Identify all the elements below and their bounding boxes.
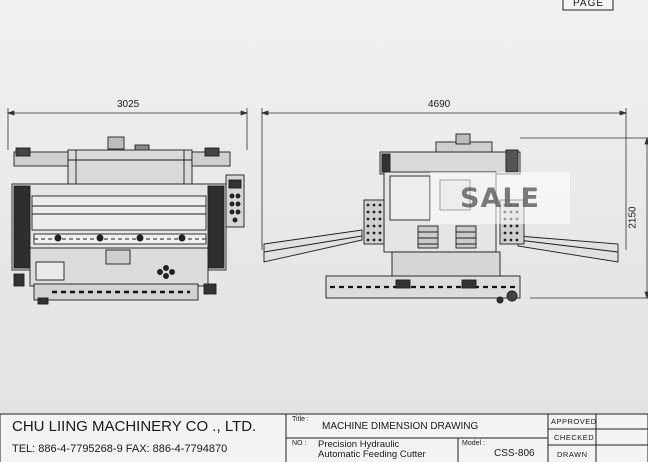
watermark-text: SALE [460, 182, 540, 214]
company-name: CHU LIING MACHINERY CO ., LTD. [12, 418, 257, 435]
height-dimension [520, 136, 648, 300]
side-length-label: 4690 [428, 99, 451, 110]
height-label: 2150 [627, 206, 639, 229]
title-block-frame [0, 413, 648, 462]
model-value: CSS-806 [494, 448, 535, 459]
description-line1: Precision Hydraulic [318, 439, 400, 450]
drawn-label: DRAWN [557, 450, 588, 459]
no-label: NO : [292, 440, 307, 447]
checked-label: CHECKED [554, 433, 595, 442]
front-width-label: 3025 [117, 99, 140, 110]
front-view [11, 136, 245, 305]
approved-label: APPROVED [551, 417, 597, 426]
title-label: Title : [292, 416, 309, 423]
model-label: Model : [462, 440, 485, 447]
description-line2: Automatic Feeding Cutter [318, 449, 426, 460]
page-tab-label: PAGE [573, 0, 605, 9]
sale-watermark: SALE [430, 172, 570, 224]
side-view [263, 133, 619, 304]
title-value: MACHINE DIMENSION DRAWING [322, 421, 479, 432]
front-width-dimension [6, 108, 249, 150]
company-contact: TEL: 886-4-7795268-9 FAX: 886-4-7794870 [12, 443, 228, 455]
side-length-dimension [260, 108, 628, 250]
